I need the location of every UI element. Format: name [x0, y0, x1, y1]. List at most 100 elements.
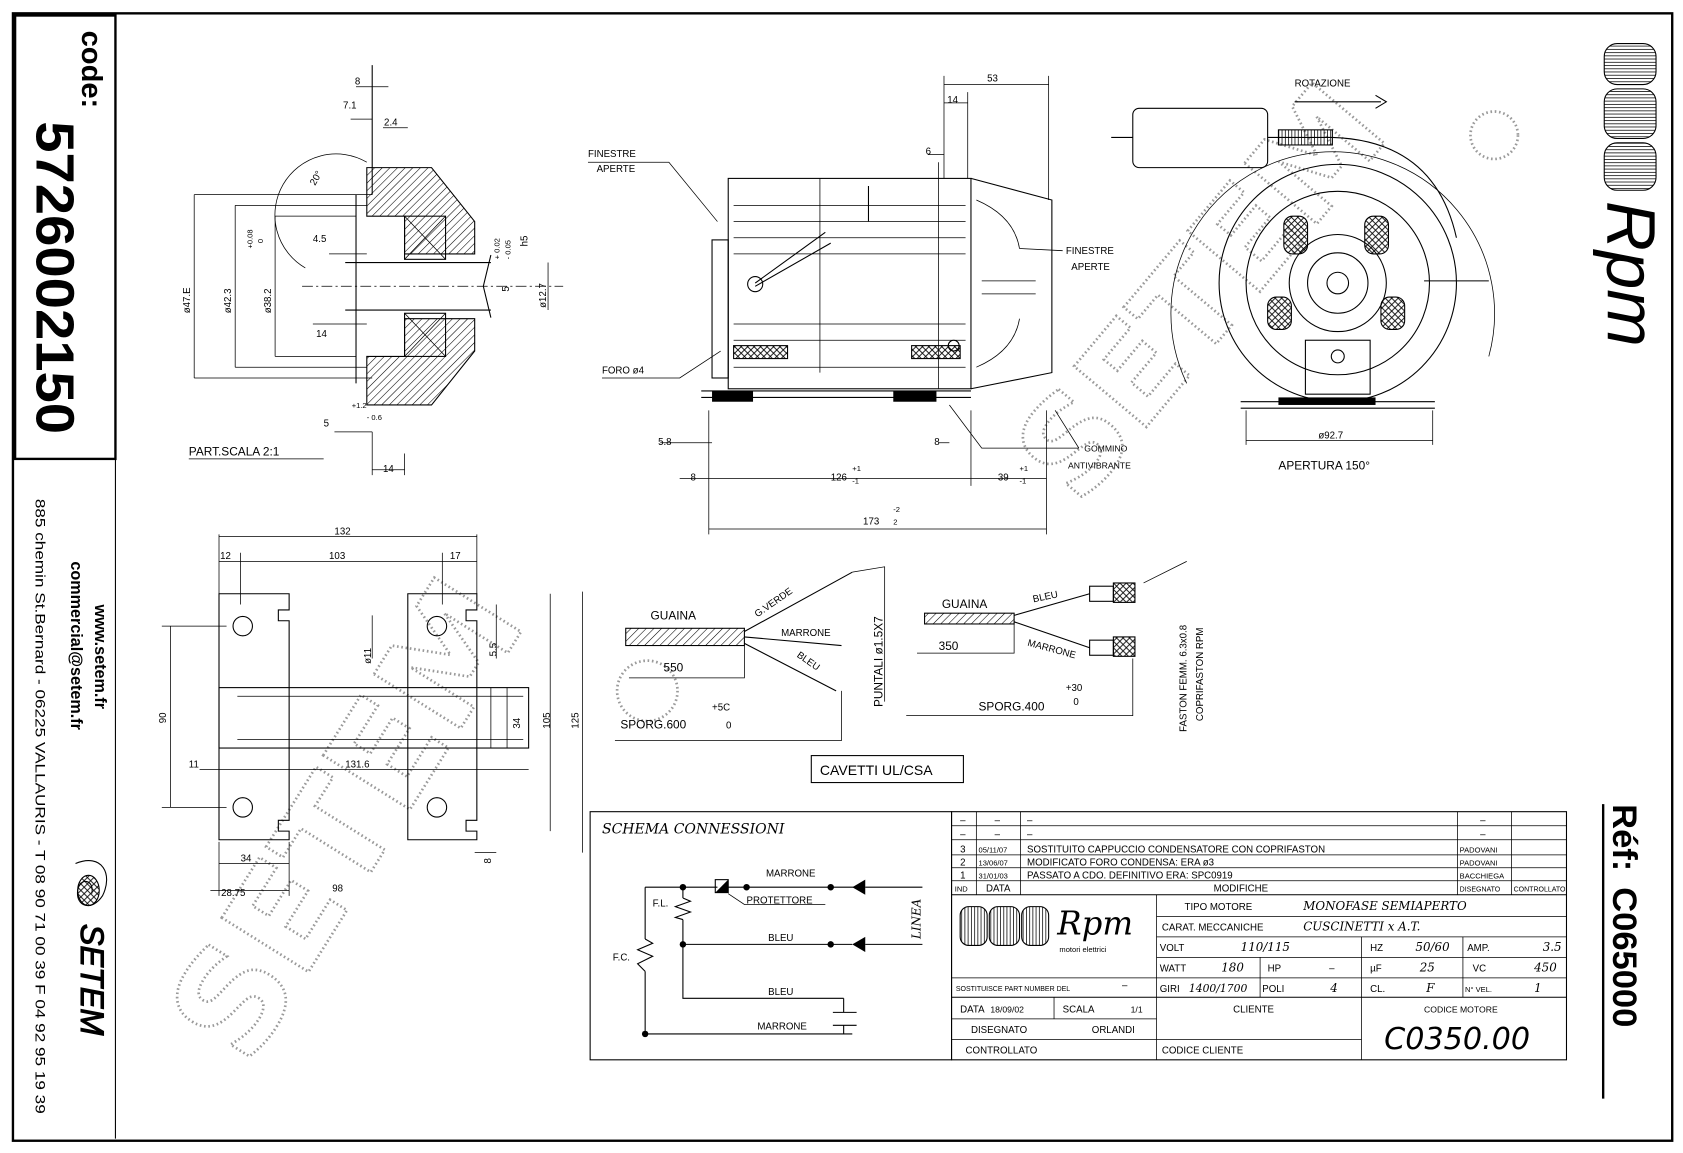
finestre-label: APERTE: [597, 164, 636, 175]
field-label: VC: [1473, 963, 1486, 974]
column-header: DISEGNATO: [1460, 887, 1501, 894]
field-label: HP: [1268, 963, 1281, 974]
section-caption: PART.SCALA 2:1: [189, 445, 280, 459]
ref-value: C065000: [1605, 887, 1643, 1027]
email-link[interactable]: commercial@setem.fr: [67, 561, 85, 730]
dim-label: 173: [863, 517, 879, 528]
hz-value: 50/60: [1415, 940, 1450, 954]
sostituisce-value: –: [1122, 981, 1128, 992]
logo-text: Rpm: [1056, 905, 1133, 943]
wire-label: BLEU: [768, 987, 793, 998]
field-label: DISEGNATO: [971, 1025, 1028, 1036]
code-value: 5726002150: [25, 121, 85, 434]
website-link[interactable]: www.setem.fr: [91, 604, 109, 710]
dim-label: ø12.7: [538, 283, 549, 308]
column-header: CONTROLLATO: [1514, 887, 1566, 894]
dim-label: 5.5: [488, 643, 499, 656]
dim-label: 8: [690, 472, 695, 483]
poli-value: 4: [1329, 981, 1338, 995]
cable-label: MARRONE: [781, 628, 831, 639]
wire-label: MARRONE: [757, 1022, 807, 1033]
dim-label: 14: [383, 464, 394, 475]
column-header: IND: [955, 885, 969, 894]
field-label: WATT: [1160, 963, 1186, 974]
dim-label: - 0.05: [503, 240, 512, 259]
dim-label: 550: [663, 660, 683, 674]
coil-logo-icon: [959, 906, 988, 947]
dim-label: +0.08: [245, 229, 254, 248]
dim-label: h5: [520, 236, 531, 247]
watermark-circle-icon: [1469, 110, 1520, 161]
dim-label: 105: [542, 712, 553, 728]
revision-ind: 1: [960, 871, 965, 882]
dim-label: - 0.6: [367, 413, 382, 422]
bracket-drawing: 132 12 103 17 5.5 ø11 90 34 105 125 11 1…: [158, 526, 583, 899]
dim-label: 5: [324, 419, 329, 430]
drawn-by-value: ORLANDI: [1092, 1025, 1135, 1036]
dim-label: 14: [316, 329, 327, 340]
dim-label: SPORG.600: [620, 718, 686, 732]
dim-label: 2: [893, 518, 897, 527]
dim-label: + 0.02: [493, 238, 502, 259]
fl-label: F.L.: [653, 899, 669, 910]
dim-label: 6: [926, 147, 931, 158]
left-panel: code: 5726002150 www.setem.fr commercial…: [13, 14, 117, 1139]
dim-label: 12: [220, 551, 231, 562]
revision-text: –: [1027, 830, 1033, 841]
field-label: SCALA: [1063, 1004, 1095, 1015]
revision-drawn: PADOVANI: [1460, 859, 1498, 868]
motor-side-view: 53 14 6 5.8 8 8 126 +1 -1 39 +1 -1 173 -…: [588, 73, 1131, 535]
dim-label: 4.5: [313, 234, 326, 245]
dim-label: -2: [893, 505, 900, 514]
revision-text: SOSTITUITO CAPPUCCIO CONDENSATORE CON CO…: [1027, 845, 1325, 856]
finestre-label: FINESTRE: [588, 149, 636, 160]
coil-logo-icon: [988, 906, 1021, 947]
cl-value: F: [1425, 981, 1435, 995]
revision-text: PASSATO A CDO. DEFINITIVO ERA: SPC0919: [1027, 871, 1233, 882]
watermark-text-top: SETEM: [987, 57, 1416, 527]
field-label: CODICE CLIENTE: [1162, 1045, 1244, 1056]
code-box: [13, 14, 117, 461]
field-label: CL.: [1370, 984, 1385, 995]
vel-value: 1: [1534, 981, 1542, 995]
diameter-label: ø92.7: [1318, 430, 1343, 441]
finestre-label: FINESTRE: [1066, 246, 1114, 257]
dim-label: 5.8: [658, 437, 671, 448]
dim-label: 34: [241, 853, 252, 864]
dim-label: ø42.3: [223, 288, 234, 313]
dim-label: 125: [570, 712, 581, 728]
giri-value: 1400/1700: [1189, 982, 1248, 995]
gommino-label: ANTIVIBRANTE: [1068, 461, 1131, 471]
gommino-label: GOMMINO: [1084, 443, 1127, 453]
cable-label: GUAINA: [942, 597, 988, 611]
cables-drawing: GUAINA G.VERDE MARRONE BLEU 550 +5C SPOR…: [614, 561, 1206, 784]
dim-label: ø38.2: [263, 288, 274, 313]
dim-label: 28.75: [221, 888, 245, 899]
watt-value: 180: [1221, 960, 1244, 974]
cable-label: BLEU: [1032, 589, 1059, 605]
title-block: – – – – – – – – 3 05/11/07 SOSTITUITO CA…: [951, 811, 1568, 1061]
dim-label: 103: [329, 551, 345, 562]
field-label: CARAT. MECCANICHE: [1162, 922, 1264, 933]
cable-label: GUAINA: [651, 609, 697, 623]
revision-text: –: [1027, 816, 1033, 827]
ref-label: Réf:: [1605, 804, 1643, 871]
field-label: CONTROLLATO: [966, 1045, 1038, 1056]
sheet-border: [11, 12, 1674, 1142]
dim-label: 7.1: [343, 100, 356, 111]
right-panel: Rpm Réf: C065000: [1592, 43, 1670, 1099]
dim-label: 8: [483, 858, 494, 863]
revision-drawn: –: [1480, 830, 1486, 841]
field-label: HZ: [1370, 943, 1383, 954]
motor-type-value: MONOFASE SEMIAPERTO: [1302, 899, 1467, 913]
dim-label: -1: [852, 477, 859, 486]
revision-date: –: [995, 830, 1001, 841]
amp-value: 3.5: [1543, 940, 1562, 954]
faston-label: FASTON FEMM. 6.3x0.8: [1179, 625, 1190, 732]
dim-label: SPORG.400: [979, 699, 1045, 713]
revision-ind: –: [960, 816, 966, 827]
dim-label: 350: [939, 639, 959, 653]
field-label: DATA: [960, 1004, 985, 1015]
rpm-logo-text: Rpm: [1592, 201, 1670, 347]
revision-drawn: PADOVANI: [1460, 846, 1498, 855]
